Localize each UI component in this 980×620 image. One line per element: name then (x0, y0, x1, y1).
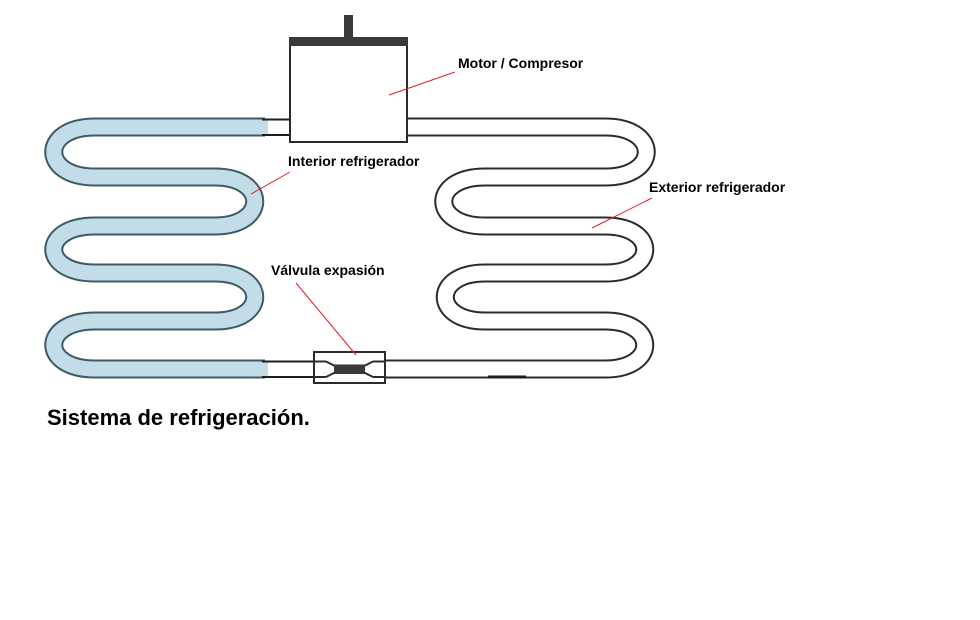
compressor-cap (289, 37, 408, 46)
exterior-coil-tube-outline (385, 117, 656, 379)
interior-coil-tube-outline (44, 117, 265, 379)
leader-lines (250, 71, 653, 356)
compressor-shaft (344, 15, 353, 37)
compressor (289, 15, 408, 143)
valve-capillary (334, 365, 365, 374)
label-compressor: Motor / Compresor (458, 55, 584, 71)
label-valve: Válvula expasión (271, 262, 385, 278)
leader-line-interior (250, 171, 291, 195)
label-exterior: Exterior refrigerador (649, 179, 786, 195)
diagram-caption: Sistema de refrigeración. (47, 405, 310, 430)
interior-coil (44, 117, 268, 379)
compressor-body (289, 37, 408, 143)
exterior-coil-tube-fill (383, 119, 654, 377)
leader-line-valve (295, 282, 357, 356)
leader-line-exterior (591, 197, 653, 229)
connector-pipes-left (262, 118, 315, 378)
exterior-coil (383, 117, 656, 379)
leader-line-compressor (388, 71, 456, 96)
interior-coil-tube-fill (46, 119, 268, 377)
label-interior: Interior refrigerador (288, 153, 420, 169)
expansion-valve (313, 351, 386, 384)
